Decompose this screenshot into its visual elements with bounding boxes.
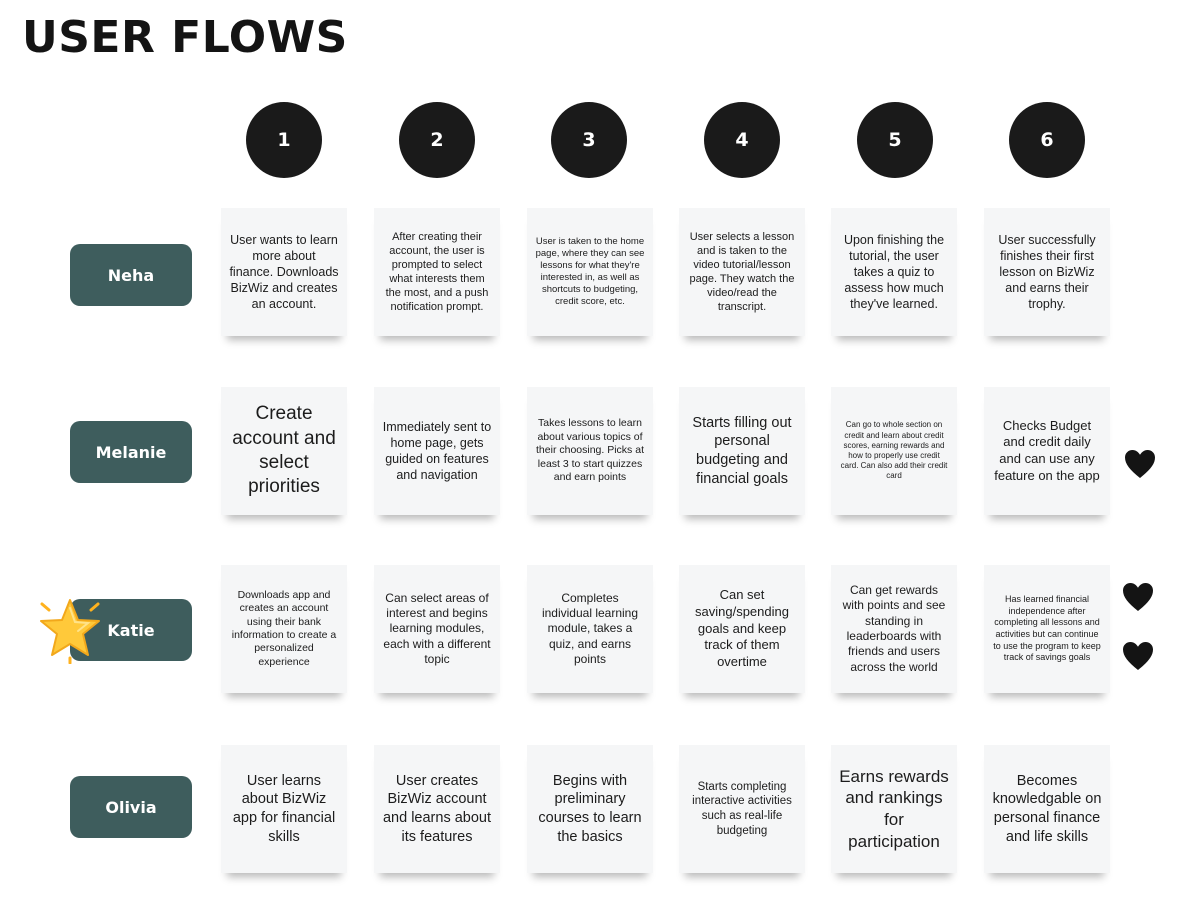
flow-note-olivia-6: Becomes knowledgable on personal finance…	[984, 745, 1110, 873]
persona-label: Melanie	[95, 442, 167, 462]
flow-note-melanie-6: Checks Budget and credit daily and can u…	[984, 387, 1110, 515]
persona-label: Katie	[107, 620, 155, 640]
persona-label: Neha	[107, 265, 155, 285]
black-heart-icon	[1125, 450, 1155, 478]
flow-note-katie-1: Downloads app and creates an account usi…	[221, 565, 347, 693]
black-heart-icon	[1123, 642, 1153, 670]
step-number: 4	[735, 129, 749, 151]
flow-note-neha-4: User selects a lesson and is taken to th…	[679, 208, 805, 336]
note-text: Can set saving/spending goals and keep t…	[695, 587, 789, 669]
step-circle-1: 1	[246, 102, 322, 178]
note-text: Can go to whole section on credit and le…	[840, 420, 948, 481]
step-circle-5: 5	[857, 102, 933, 178]
note-text: Earns rewards and rankings for participa…	[839, 766, 949, 851]
flow-note-katie-2: Can select areas of interest and begins …	[374, 565, 500, 693]
step-circle-2: 2	[399, 102, 475, 178]
flow-note-olivia-4: Starts completing interactive activities…	[679, 745, 805, 873]
flow-note-olivia-1: User learns about BizWiz app for financi…	[221, 745, 347, 873]
note-text: Can select areas of interest and begins …	[383, 590, 491, 667]
note-text: User wants to learn more about finance. …	[229, 233, 339, 311]
flow-note-katie-6: Has learned financial independence after…	[984, 565, 1110, 693]
flow-note-katie-4: Can set saving/spending goals and keep t…	[679, 565, 805, 693]
flow-note-olivia-5: Earns rewards and rankings for participa…	[831, 745, 957, 873]
flow-note-katie-5: Can get rewards with points and see stan…	[831, 565, 957, 693]
flow-note-olivia-2: User creates BizWiz account and learns a…	[374, 745, 500, 873]
step-number: 1	[277, 129, 291, 151]
flow-note-melanie-3: Takes lessons to learn about various top…	[527, 387, 653, 515]
note-text: User learns about BizWiz app for financi…	[232, 772, 336, 845]
note-text: User is taken to the home page, where th…	[535, 235, 645, 308]
note-text: Immediately sent to home page, gets guid…	[382, 420, 492, 482]
flow-note-katie-3: Completes individual learning module, ta…	[527, 565, 653, 693]
note-text: Checks Budget and credit daily and can u…	[994, 417, 1100, 483]
note-text: Begins with preliminary courses to learn…	[538, 772, 642, 845]
note-text: Downloads app and creates an account usi…	[231, 588, 337, 668]
step-number: 5	[888, 129, 902, 151]
note-text: Starts filling out personal budgeting an…	[692, 414, 792, 487]
note-text: Can get rewards with points and see stan…	[842, 582, 946, 674]
note-text: Completes individual learning module, ta…	[541, 590, 639, 667]
black-heart-icon	[1123, 583, 1153, 611]
step-circle-4: 4	[704, 102, 780, 178]
step-number: 2	[430, 129, 444, 151]
flow-note-melanie-2: Immediately sent to home page, gets guid…	[374, 387, 500, 515]
flow-note-melanie-5: Can go to whole section on credit and le…	[831, 387, 957, 515]
note-text: User successfully finishes their first l…	[998, 233, 1096, 311]
note-text: Becomes knowledgable on personal finance…	[992, 772, 1102, 845]
step-circle-6: 6	[1009, 102, 1085, 178]
star-icon	[40, 599, 100, 664]
flow-note-melanie-1: Create account and select priorities	[221, 387, 347, 515]
flow-note-melanie-4: Starts filling out personal budgeting an…	[679, 387, 805, 515]
note-text: Starts completing interactive activities…	[692, 780, 792, 837]
note-text: After creating their account, the user i…	[385, 230, 489, 314]
persona-neha: Neha	[70, 244, 192, 306]
note-text: User creates BizWiz account and learns a…	[382, 772, 492, 845]
step-number: 6	[1040, 129, 1054, 151]
persona-label: Olivia	[105, 797, 157, 817]
note-text: Takes lessons to learn about various top…	[536, 417, 644, 484]
flow-note-neha-3: User is taken to the home page, where th…	[527, 208, 653, 336]
flow-note-neha-5: Upon finishing the tutorial, the user ta…	[831, 208, 957, 336]
persona-olivia: Olivia	[70, 776, 192, 838]
step-number: 3	[582, 129, 596, 151]
step-circle-3: 3	[551, 102, 627, 178]
page-title: USER FLOWS	[22, 12, 348, 63]
note-text: Upon finishing the tutorial, the user ta…	[843, 233, 945, 311]
note-text: Has learned financial independence after…	[993, 594, 1101, 663]
note-text: User selects a lesson and is taken to th…	[689, 230, 795, 314]
note-text: Create account and select priorities	[232, 403, 336, 498]
flow-note-neha-1: User wants to learn more about finance. …	[221, 208, 347, 336]
flow-note-neha-6: User successfully finishes their first l…	[984, 208, 1110, 336]
persona-melanie: Melanie	[70, 421, 192, 483]
flow-note-neha-2: After creating their account, the user i…	[374, 208, 500, 336]
flow-note-olivia-3: Begins with preliminary courses to learn…	[527, 745, 653, 873]
